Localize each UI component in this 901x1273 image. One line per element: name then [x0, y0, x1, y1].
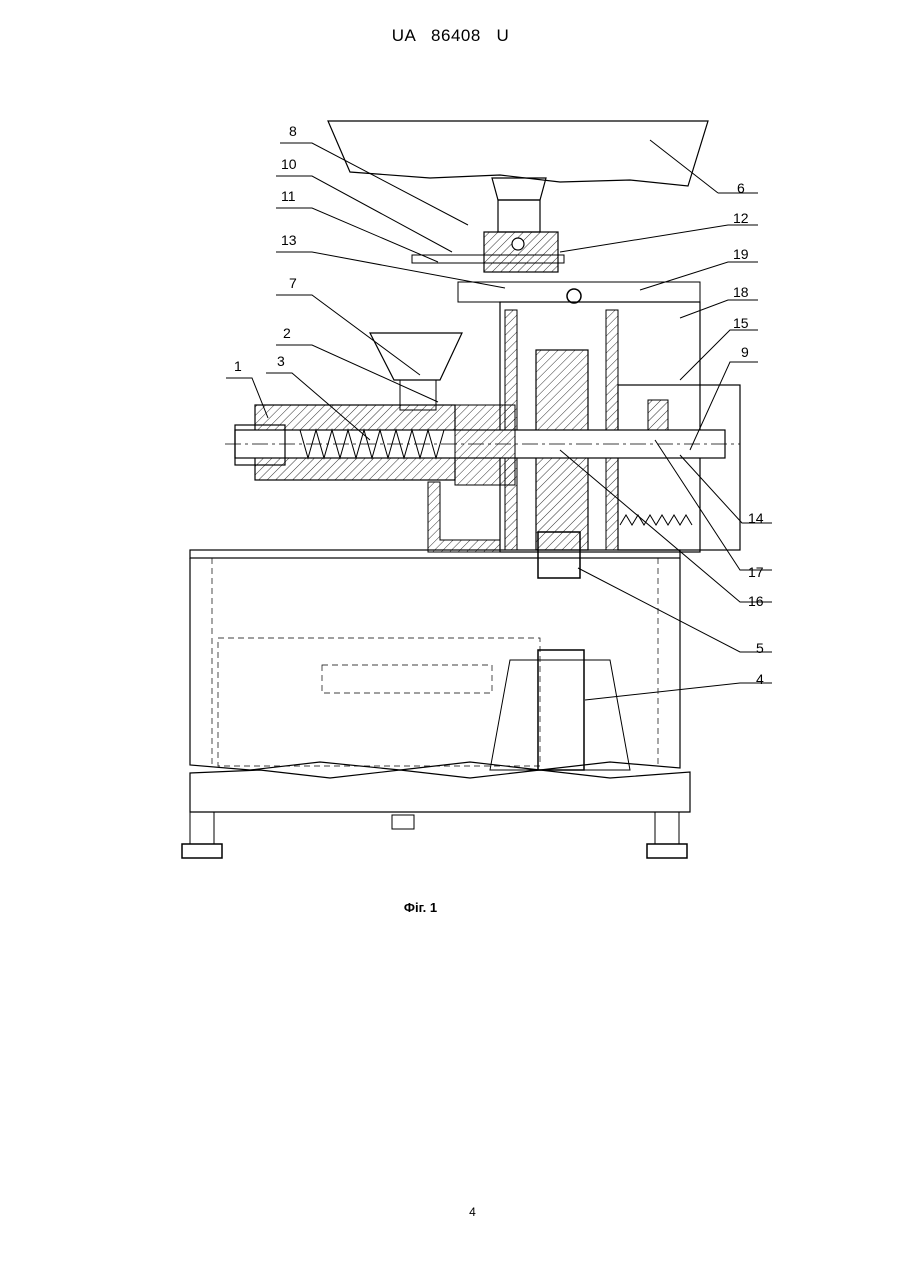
- motor-outline: [218, 638, 540, 766]
- slot-plate: [322, 665, 492, 693]
- label-3: 3: [277, 353, 285, 369]
- technical-drawing: 8 10 11 13 7 2 3 1 6 12 19 18 15 9 14 17…: [0, 0, 901, 900]
- leg-right: [655, 812, 679, 844]
- bearing-housing: [455, 405, 515, 485]
- foot-right: [647, 844, 687, 858]
- label-15: 15: [733, 315, 749, 331]
- label-10: 10: [281, 156, 297, 172]
- page-number: 4: [0, 1205, 901, 1219]
- label-11: 11: [281, 188, 296, 204]
- label-13: 13: [281, 232, 297, 248]
- dosing-block: [498, 200, 540, 232]
- lower-base: [190, 770, 690, 812]
- dosing-bolt: [512, 238, 524, 250]
- label-4: 4: [756, 671, 764, 687]
- frame-body: [190, 558, 680, 770]
- label-6: 6: [737, 180, 745, 196]
- label-14: 14: [748, 510, 764, 526]
- label-12: 12: [733, 210, 749, 226]
- spring: [620, 515, 692, 525]
- dosing-body: [484, 232, 558, 272]
- motor-pulley-4: [490, 660, 630, 770]
- hopper-top: [328, 121, 708, 186]
- label-19: 19: [733, 246, 749, 262]
- label-8: 8: [289, 123, 297, 139]
- label-17: 17: [748, 564, 764, 580]
- belt-4: [538, 650, 584, 770]
- label-5: 5: [756, 640, 764, 656]
- bracket: [428, 482, 500, 552]
- label-9: 9: [741, 344, 749, 360]
- label-7: 7: [289, 275, 297, 291]
- housing-18: [500, 302, 700, 552]
- leg-left: [190, 812, 214, 844]
- label-1: 1: [234, 358, 242, 374]
- label-16: 16: [748, 593, 764, 609]
- funnel-7: [370, 333, 462, 380]
- figure-caption: Фіг. 1: [0, 900, 841, 915]
- center-nut: [392, 815, 414, 829]
- roller: [567, 289, 581, 303]
- hopper-neck: [492, 178, 546, 200]
- label-18: 18: [733, 284, 749, 300]
- label-2: 2: [283, 325, 291, 341]
- foot-left: [182, 844, 222, 858]
- box-9: [618, 385, 740, 550]
